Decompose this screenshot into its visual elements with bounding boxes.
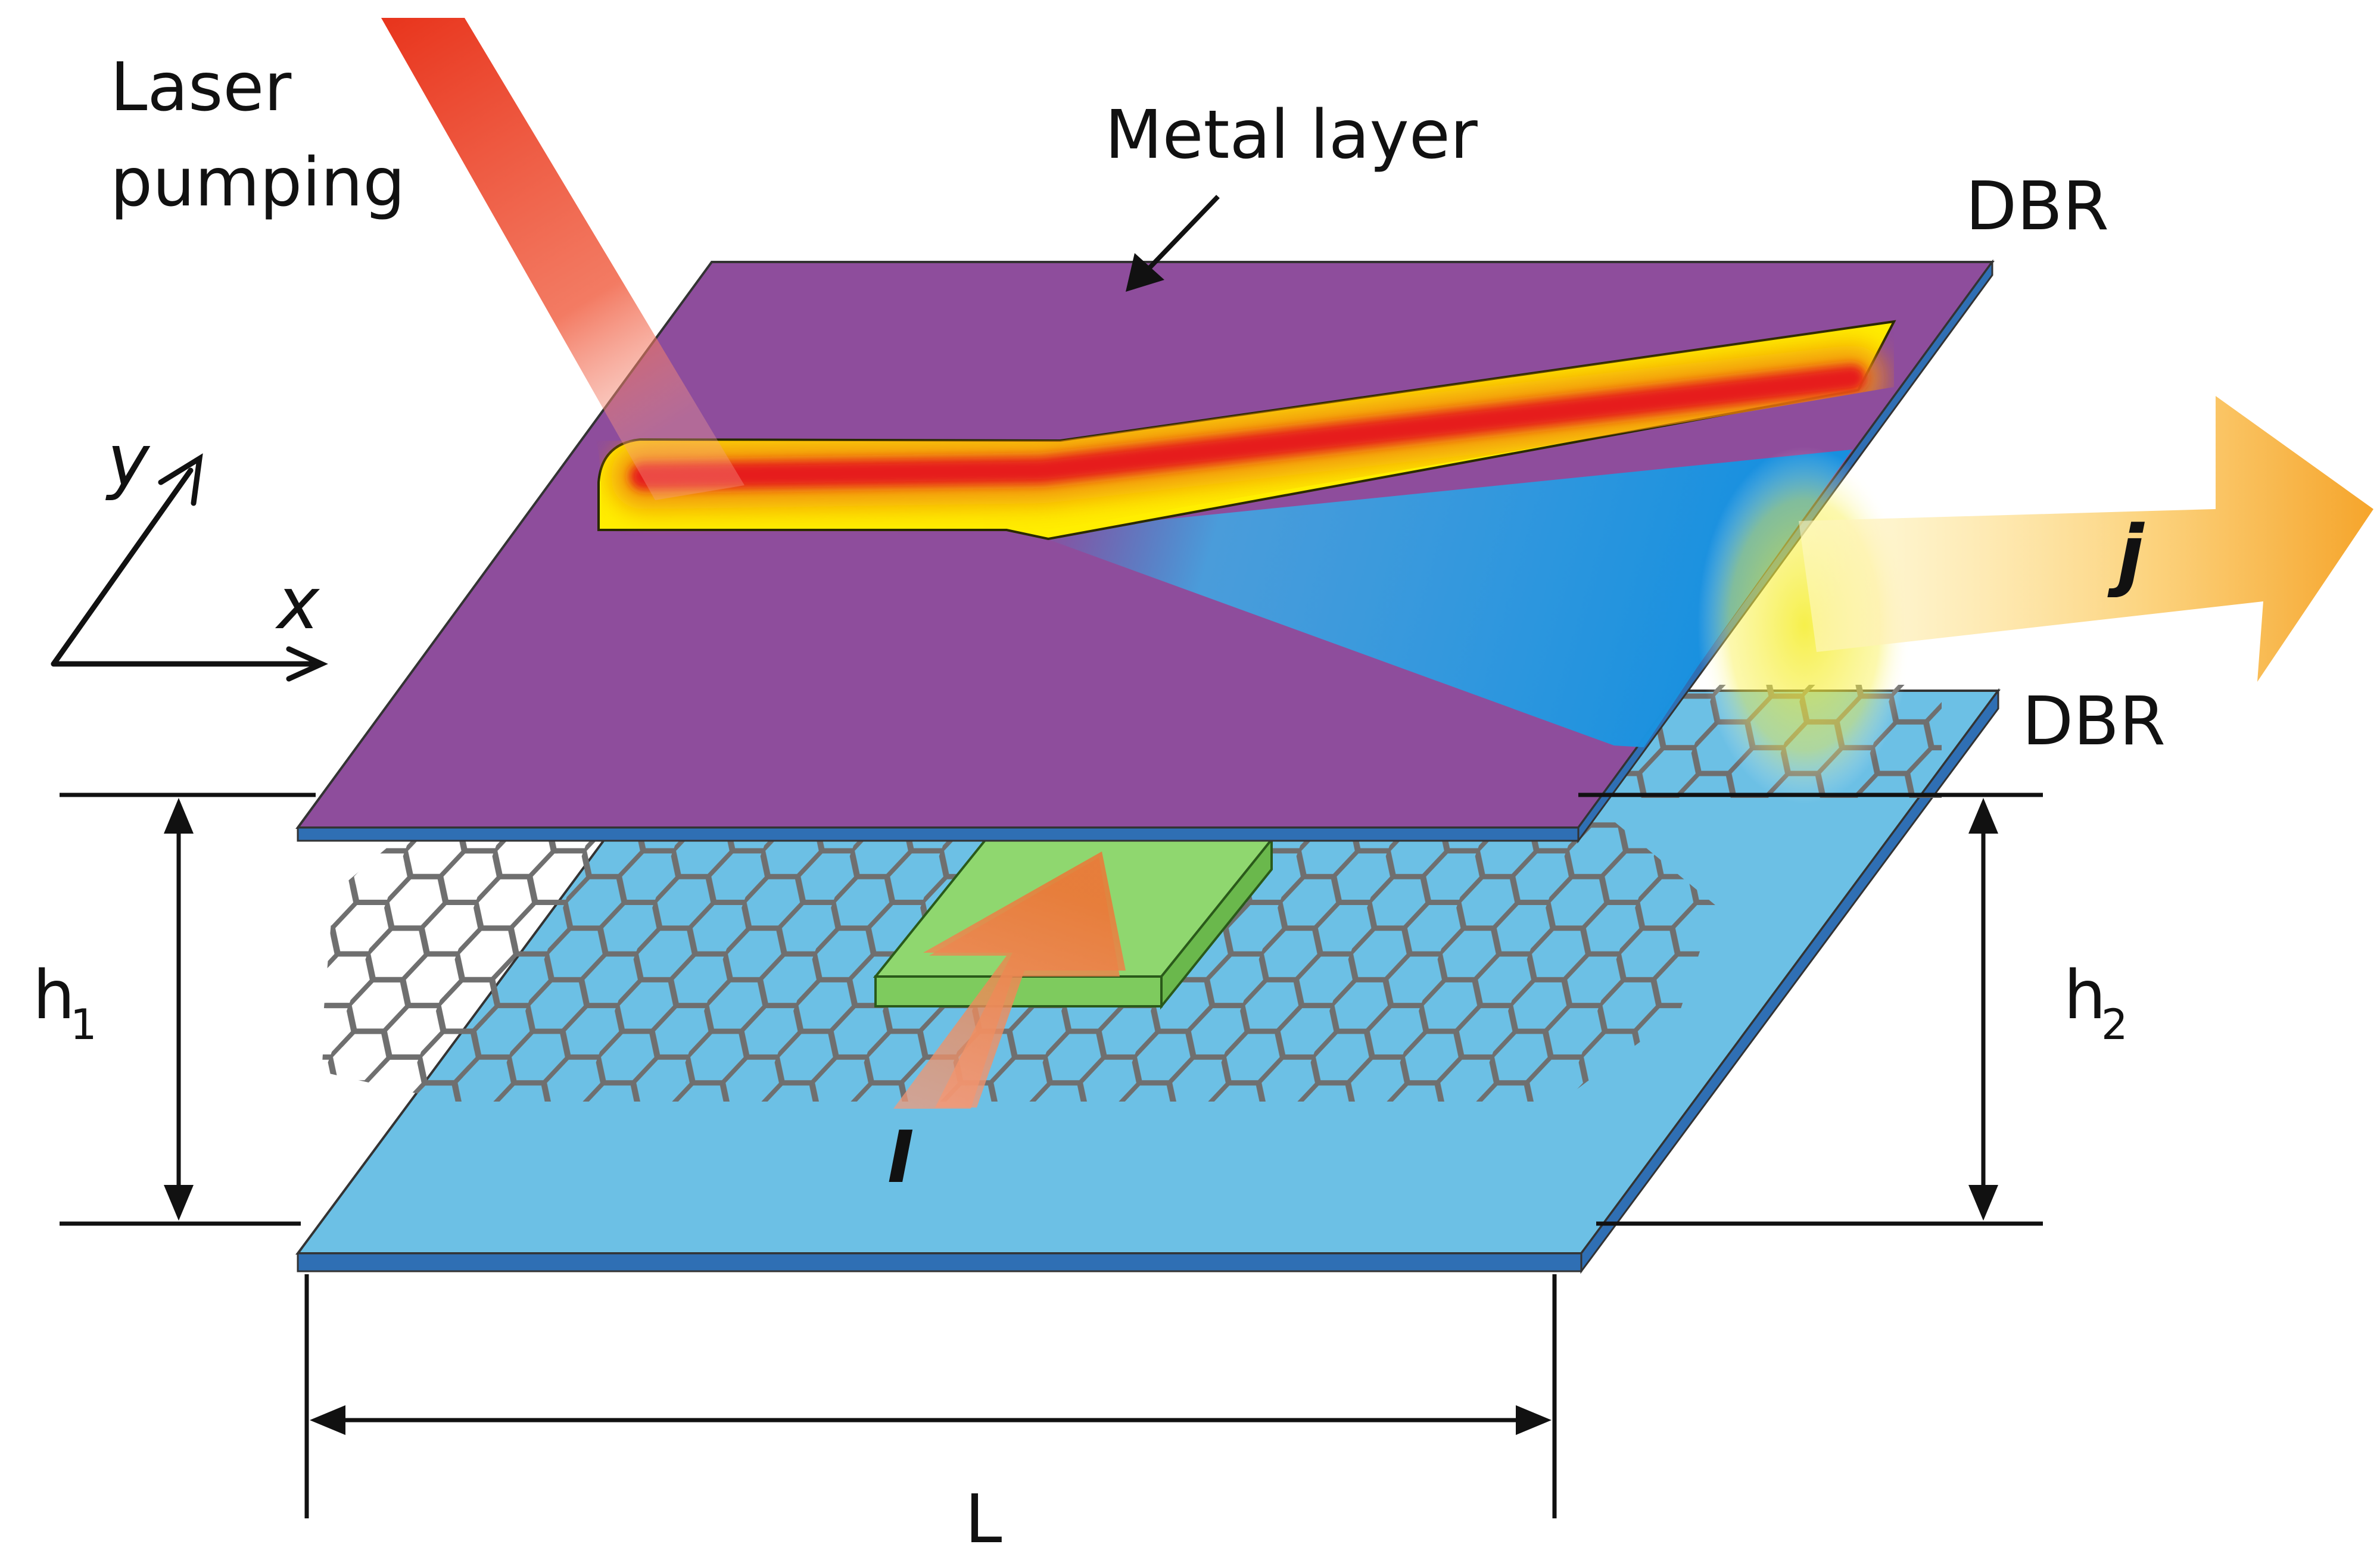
- h2-base: h: [2064, 957, 2106, 1034]
- current-i-arrow: [890, 851, 1126, 1109]
- dbr-bottom-label: DBR: [2022, 683, 2166, 760]
- h2-label: h 2: [2064, 957, 2128, 1049]
- dimension-lines: [60, 793, 2043, 1518]
- h1-base: h: [33, 957, 75, 1034]
- dbr-top-label: DBR: [1965, 168, 2109, 245]
- axes: [51, 453, 328, 682]
- h2-sub: 2: [2101, 1000, 2128, 1049]
- laser-label-line2: pumping: [110, 144, 405, 222]
- metal-layer-pointer: [1126, 195, 1220, 292]
- i-label: I: [887, 1116, 914, 1199]
- axis-x-label: x: [275, 563, 320, 645]
- mode-profile: [597, 320, 1896, 541]
- length-label: L: [965, 1481, 1002, 1558]
- axis-y-label: y: [105, 420, 151, 503]
- laser-beam: [381, 18, 744, 500]
- h1-sub: 1: [70, 1000, 97, 1049]
- laser-label-line1: Laser: [110, 49, 292, 126]
- blue-beam: [1030, 450, 1852, 747]
- output-j-arrow: [1799, 396, 2373, 682]
- h1-label: h 1: [33, 957, 97, 1049]
- metal-layer-label: Metal layer: [1105, 96, 1478, 174]
